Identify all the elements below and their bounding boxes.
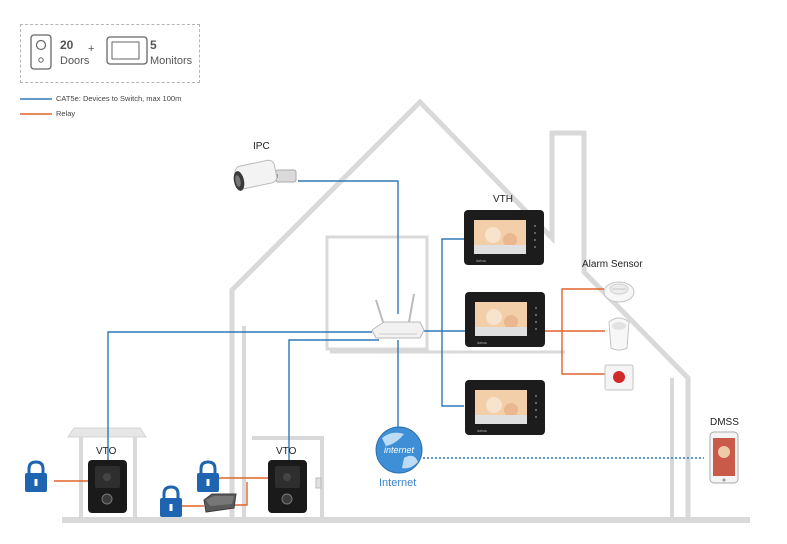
legend-relay-text: Relay (56, 109, 76, 118)
vto-station-left (88, 460, 127, 513)
relay-lines (54, 288, 605, 507)
vth-brand-1: dahua (476, 259, 486, 263)
pir-sensor-icon (608, 317, 630, 351)
lock-icon-left (25, 460, 47, 492)
alarm-sensor-label: Alarm Sensor (582, 259, 643, 270)
emergency-button-icon (604, 364, 634, 391)
camera-icon (233, 159, 297, 191)
gate-right (252, 436, 324, 520)
doors-label: Doors (60, 55, 90, 67)
network-lines (107, 180, 466, 460)
smoke-detector-icon (603, 281, 635, 303)
smartphone-icon (709, 431, 739, 484)
monitor-icon (106, 36, 148, 65)
internet-label: Internet (379, 477, 417, 489)
vto-left-label: VTO (96, 446, 117, 457)
ipc-label: IPC (253, 141, 270, 152)
gate-left (67, 427, 147, 520)
monitors-label: Monitors (150, 55, 193, 67)
vto-right-label: VTO (276, 446, 297, 457)
vth-label: VTH (493, 194, 513, 205)
vth-monitor-3 (465, 380, 545, 435)
router-icon (371, 293, 425, 339)
exit-button-icon (315, 477, 322, 489)
lock-icon-bottom (160, 485, 182, 517)
globe-label: internet (384, 445, 415, 455)
legend-network-text: CAT5e: Devices to Switch, max 100m (56, 94, 182, 103)
lock-icon-middle (197, 460, 219, 492)
relay-module-icon (203, 493, 237, 513)
globe-icon (375, 426, 423, 474)
monitors-count: 5 (150, 38, 157, 52)
door-station-icon (30, 34, 52, 70)
plus-sign: + (88, 43, 95, 55)
vto-station-right (268, 460, 307, 513)
dmss-label: DMSS (710, 417, 739, 428)
vth-monitor-2 (465, 292, 545, 347)
vth-brand-3: dahua (477, 429, 487, 433)
capacity-box (20, 24, 200, 83)
doors-count: 20 (60, 38, 74, 52)
vth-brand-2: dahua (477, 341, 487, 345)
vth-monitor-1 (464, 210, 544, 265)
